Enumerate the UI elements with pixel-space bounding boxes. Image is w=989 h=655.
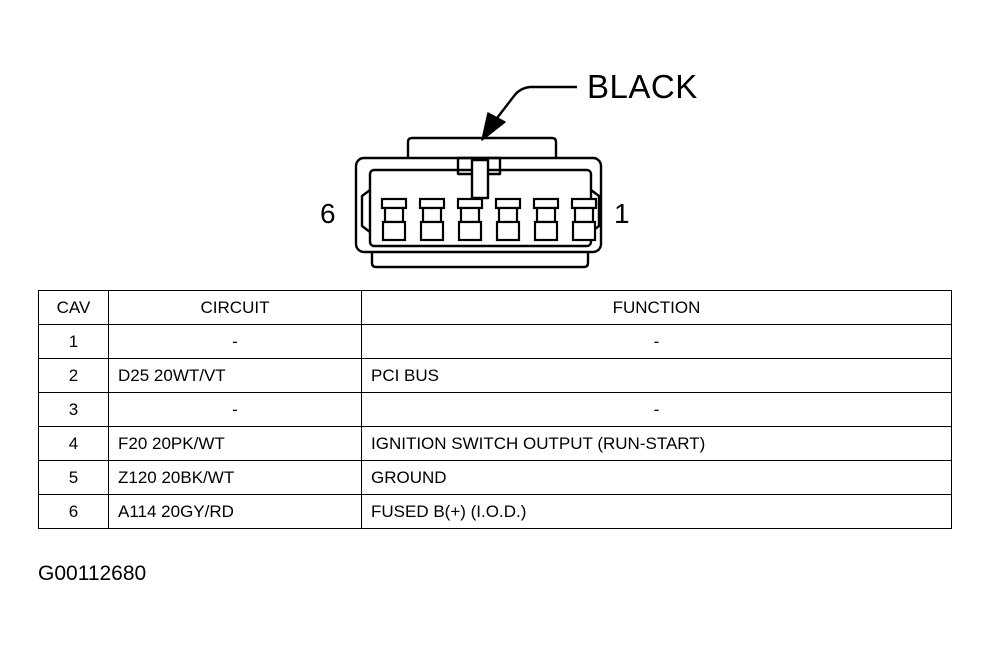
cell-function: - xyxy=(361,324,952,359)
leader-line xyxy=(493,85,577,123)
header-cav: CAV xyxy=(38,290,109,325)
left-rib xyxy=(360,189,371,233)
pin-number-right: 1 xyxy=(614,198,630,229)
cell-function: PCI BUS xyxy=(361,358,952,393)
cell-circuit: A114 20GY/RD xyxy=(108,494,362,529)
cell-circuit: - xyxy=(108,324,362,359)
cell-cav: 3 xyxy=(38,392,109,427)
terminal-5 xyxy=(418,197,446,242)
table-header-row: CAV CIRCUIT FUNCTION xyxy=(38,290,952,325)
wire-color-label: BLACK xyxy=(587,68,698,105)
cell-circuit: F20 20PK/WT xyxy=(108,426,362,461)
cell-function: GROUND xyxy=(361,460,952,495)
cell-function: - xyxy=(361,392,952,427)
latch-tab xyxy=(470,158,490,200)
cell-function: IGNITION SWITCH OUTPUT (RUN-START) xyxy=(361,426,952,461)
cell-cav: 2 xyxy=(38,358,109,393)
terminal-2 xyxy=(532,197,560,242)
connector-top-cover xyxy=(406,136,558,158)
pin-number-left: 6 xyxy=(320,198,336,229)
terminal-6 xyxy=(380,197,408,242)
cell-circuit: - xyxy=(108,392,362,427)
cell-cav: 5 xyxy=(38,460,109,495)
terminal-1 xyxy=(570,197,598,242)
table-row: 3-- xyxy=(38,392,952,427)
connector-diagram xyxy=(354,85,603,269)
cell-cav: 4 xyxy=(38,426,109,461)
table-row: 1-- xyxy=(38,324,952,359)
figure-id: G00112680 xyxy=(38,562,147,585)
header-circuit: CIRCUIT xyxy=(108,290,362,325)
connector-base xyxy=(370,252,590,269)
cell-cav: 6 xyxy=(38,494,109,529)
terminal-4 xyxy=(456,197,484,242)
cell-circuit: Z120 20BK/WT xyxy=(108,460,362,495)
cell-function: FUSED B(+) (I.O.D.) xyxy=(361,494,952,529)
header-function: FUNCTION xyxy=(361,290,952,325)
cell-circuit: D25 20WT/VT xyxy=(108,358,362,393)
terminal-3 xyxy=(494,197,522,242)
leader-arrowhead xyxy=(481,112,506,141)
cell-cav: 1 xyxy=(38,324,109,359)
